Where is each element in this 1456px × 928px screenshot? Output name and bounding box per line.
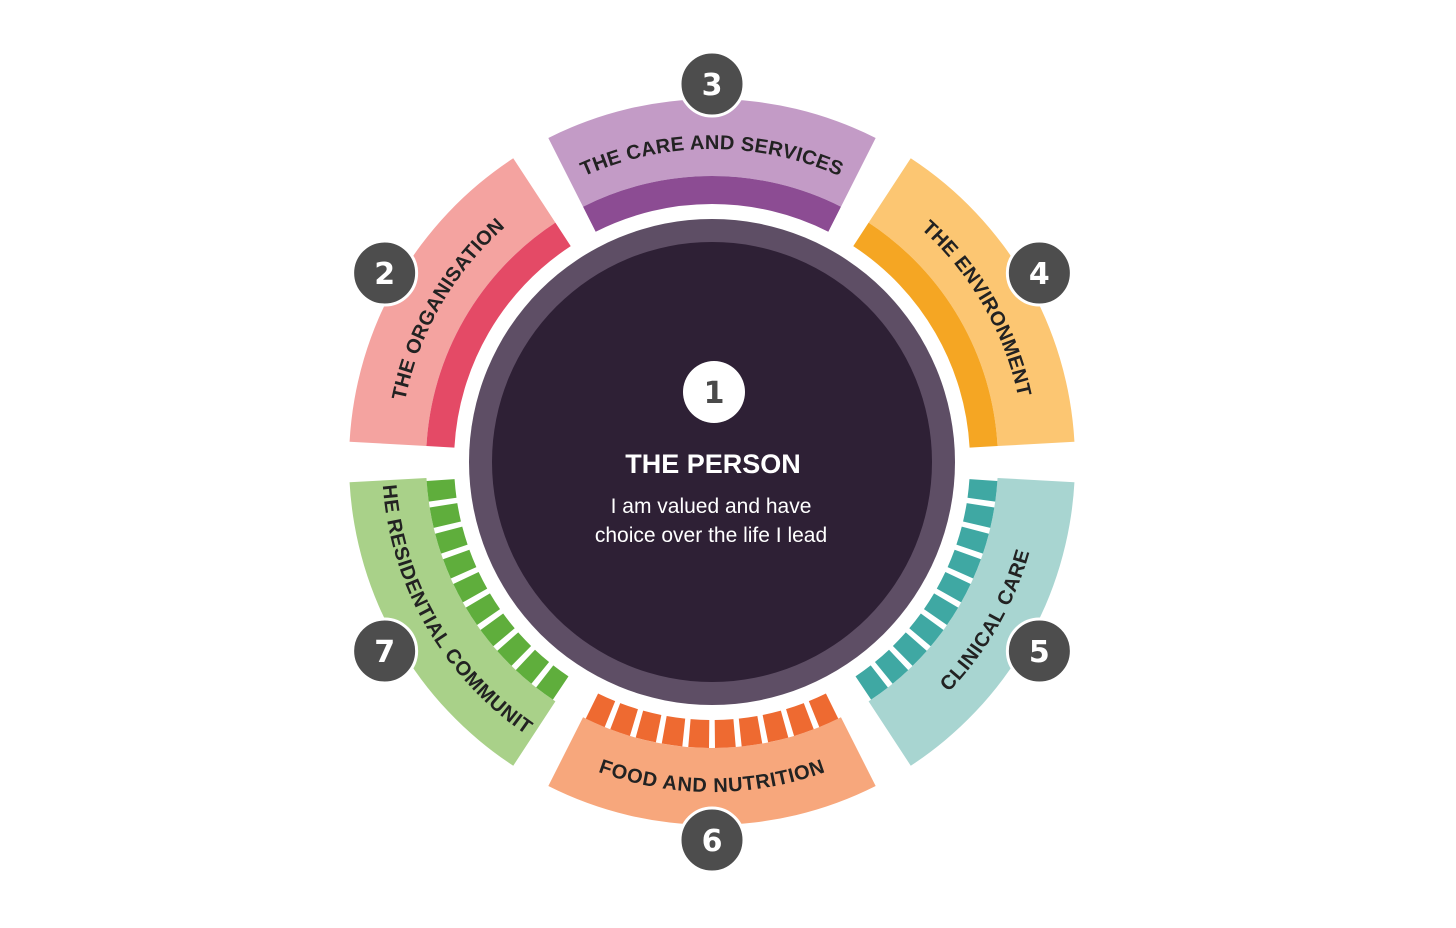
segment-residential-community-stripe [443,549,477,579]
segment-food-and-nutrition-outer-band [548,717,876,826]
number-badge-circle [678,50,746,118]
segment-residential-community-stripe [453,572,488,603]
number-badge-5: 5 [1005,617,1073,685]
center-person: 1 THE PERSON I am valued and have choice… [469,219,955,705]
number-badge-label: 7 [374,635,395,670]
number-badge-label: 2 [374,257,395,292]
segment-residential-community-stripe [465,593,501,626]
segment-clinical-care-stripe [923,593,959,626]
segment-food-and-nutrition-stripe [688,719,710,748]
segment-care-and-services: THE CARE AND SERVICES [548,99,876,232]
segment-organisation-inner-band [426,222,571,448]
number-badge-6: 6 [678,806,746,874]
segment-food-and-nutrition-stripe [714,719,736,748]
segment-food-and-nutrition: FOOD AND NUTRITION [548,693,876,826]
number-badge-label: 4 [1029,257,1050,292]
segment-clinical-care-stripe [963,503,995,528]
center-number-badge [683,361,745,423]
number-badge-7: 7 [351,617,419,685]
segment-residential-community-outer-band [349,477,556,766]
segment-clinical-care-stripe [909,613,944,647]
segment-food-and-nutrition-stripe [585,693,616,728]
number-badge-circle [351,239,419,307]
segment-food-and-nutrition-stripe [762,710,789,743]
segment-residential-community-stripe [497,632,532,666]
segment-environment-outer-band [868,158,1075,447]
segment-residential-community-stripe [426,479,457,502]
number-badge-label: 5 [1029,635,1050,670]
number-badge-4: 4 [1005,239,1073,307]
segment-care-and-services-outer-band [548,99,876,207]
segment-clinical-care-outer-band [868,477,1075,766]
center-title: THE PERSON [625,449,801,479]
segment-residential-community-stripe [429,503,461,528]
number-badge-circle [1005,239,1073,307]
segment-organisation-outer-band [349,158,556,447]
center-core [492,242,932,682]
number-badge-2: 2 [351,239,419,307]
segment-care-and-services-inner-band [583,176,841,232]
number-badge-3: 3 [678,50,746,118]
segment-clinical-care-stripe [892,632,927,666]
segment-residential-community-stripe [480,613,515,647]
segment-environment-inner-band [853,222,998,448]
segment-clinical-care-stripe [874,649,909,684]
number-badge-circle [351,617,419,685]
segment-clinical-care-stripe [936,572,971,603]
number-badge-label: 6 [702,824,723,859]
number-badge-circle [678,806,746,874]
center-number: 1 [704,376,725,411]
number-badge-label: 3 [702,68,723,103]
segment-food-and-nutrition-stripe [786,703,814,736]
segment-food-and-nutrition-stripe [738,715,763,747]
segment-food-and-nutrition-stripe [661,715,686,747]
segment-clinical-care-stripe [967,479,998,502]
number-badge-circle [1005,617,1073,685]
segment-clinical-care-stripe [956,526,989,554]
segment-residential-community-stripe [515,649,550,684]
segment-clinical-care-stripe [947,549,981,579]
segment-food-and-nutrition-stripe [610,703,638,736]
segment-residential-community-stripe [435,526,468,554]
segment-clinical-care-stripe [855,665,888,700]
center-subtitle-line-1: I am valued and have [611,495,812,518]
badges-layer: 3 4 5 6 7 2 [351,50,1073,874]
center-subtitle-line-2: choice over the life I lead [595,524,827,547]
segment-food-and-nutrition-stripe [635,710,662,743]
segment-residential-community-stripe [536,665,569,700]
segment-food-and-nutrition-stripe [808,693,839,728]
